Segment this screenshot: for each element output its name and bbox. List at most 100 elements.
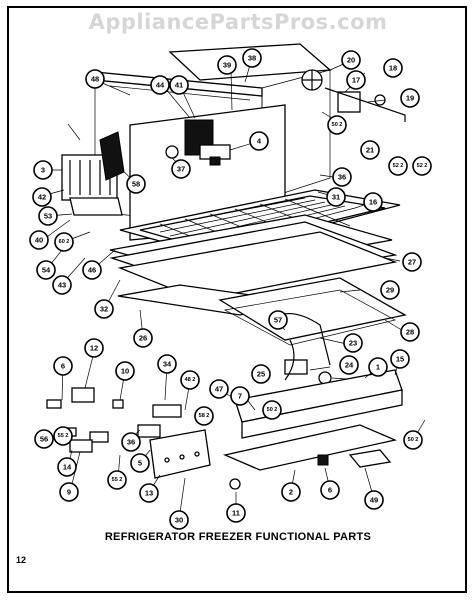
svg-text:28: 28	[406, 328, 414, 337]
callout-55-2-b: 55 2	[107, 470, 127, 490]
callout-3: 3	[33, 160, 53, 180]
svg-text:31: 31	[332, 193, 340, 202]
svg-text:43: 43	[58, 281, 66, 290]
svg-text:55 2: 55 2	[112, 477, 123, 483]
svg-text:53: 53	[44, 212, 52, 221]
knob-part	[317, 454, 329, 466]
callout-15: 15	[390, 349, 410, 369]
callout-52-2-a: 52 2	[388, 156, 408, 176]
callout-29: 29	[380, 280, 400, 300]
svg-text:5: 5	[138, 459, 142, 468]
svg-text:9: 9	[67, 488, 71, 497]
callout-50-2-lower: 50 2	[403, 430, 423, 450]
svg-text:18: 18	[389, 64, 397, 73]
svg-text:40: 40	[35, 236, 43, 245]
callout-44: 44	[150, 75, 170, 95]
control-housing-part	[269, 313, 332, 385]
callout-46: 46	[82, 260, 102, 280]
callout-25: 25	[251, 364, 271, 384]
svg-text:36: 36	[338, 173, 346, 182]
callout-19: 19	[400, 88, 420, 108]
svg-text:26: 26	[139, 334, 147, 343]
svg-text:27: 27	[408, 258, 416, 267]
fan-motor-assembly	[301, 69, 406, 122]
callout-18: 18	[383, 58, 403, 78]
callout-56: 56	[34, 429, 54, 449]
svg-text:48: 48	[91, 75, 99, 84]
callout-49: 49	[364, 490, 384, 510]
callout-27: 27	[402, 252, 422, 272]
small-parts-group	[46, 387, 241, 490]
callout-36-upper: 36	[332, 167, 352, 187]
callout-58: 58	[126, 174, 146, 194]
callout-40: 40	[29, 230, 49, 250]
callout-4: 4	[249, 131, 269, 151]
callout-54: 54	[36, 260, 56, 280]
svg-text:49: 49	[370, 496, 378, 505]
callout-21: 21	[360, 140, 380, 160]
svg-text:12: 12	[90, 344, 98, 353]
callout-14: 14	[57, 457, 77, 477]
svg-text:41: 41	[175, 81, 183, 90]
svg-text:3: 3	[41, 166, 45, 175]
callout-36-lower: 36	[121, 432, 141, 452]
callout-11: 11	[226, 503, 246, 523]
svg-text:11: 11	[232, 509, 240, 518]
bottom-plate-part	[117, 277, 407, 346]
watermark: AppliancePartsPros.com	[88, 10, 388, 34]
svg-text:14: 14	[63, 463, 72, 472]
svg-text:15: 15	[396, 355, 404, 364]
svg-text:58: 58	[132, 180, 140, 189]
callout-37: 37	[171, 159, 191, 179]
callout-50-2-mid: 50 2	[262, 400, 282, 420]
callout-26: 26	[133, 328, 153, 348]
svg-text:37: 37	[177, 165, 185, 174]
svg-text:4: 4	[257, 137, 262, 146]
page-border	[7, 6, 467, 593]
svg-text:6: 6	[328, 486, 332, 495]
callout-7: 7	[230, 386, 250, 406]
svg-text:32: 32	[100, 305, 108, 314]
bracket-part	[348, 449, 392, 468]
callout-5: 5	[130, 453, 150, 473]
callout-60-2: 60 2	[54, 232, 74, 252]
svg-text:46: 46	[88, 266, 96, 275]
svg-text:2: 2	[289, 488, 293, 497]
page-number: 12	[16, 555, 27, 565]
callout-30: 30	[169, 510, 189, 530]
callout-16: 16	[363, 192, 383, 212]
svg-text:10: 10	[121, 367, 129, 376]
svg-text:44: 44	[156, 81, 165, 90]
svg-text:50 2: 50 2	[408, 437, 419, 443]
svg-text:56: 56	[40, 435, 48, 444]
callout-43: 43	[52, 275, 72, 295]
svg-text:50 2: 50 2	[267, 407, 278, 413]
svg-text:52 2: 52 2	[393, 163, 404, 169]
svg-text:42: 42	[38, 193, 46, 202]
svg-text:6: 6	[61, 362, 65, 371]
svg-text:29: 29	[386, 286, 394, 295]
svg-text:30: 30	[175, 516, 183, 525]
callout-31: 31	[326, 187, 346, 207]
callout-34: 34	[157, 354, 177, 374]
callout-41: 41	[169, 75, 189, 95]
svg-text:39: 39	[223, 61, 231, 70]
callout-2: 2	[281, 482, 301, 502]
callout-12: 12	[84, 338, 104, 358]
callout-47: 47	[209, 379, 229, 399]
svg-text:60 2: 60 2	[59, 239, 70, 245]
callout-58-2: 58 2	[194, 406, 214, 426]
callout-48: 48	[85, 69, 105, 89]
svg-text:23: 23	[349, 339, 357, 348]
callout-42: 42	[32, 187, 52, 207]
svg-text:13: 13	[145, 489, 153, 498]
callout-20: 20	[341, 50, 361, 70]
svg-text:58 2: 58 2	[199, 413, 210, 419]
callout-48-2: 48 2	[180, 370, 200, 390]
svg-text:16: 16	[369, 198, 377, 207]
callout-1: 1	[368, 357, 388, 377]
callout-group: 48 38 39 44 41 20 18 17 19 50 2 4 37 36 …	[29, 48, 432, 530]
svg-text:34: 34	[163, 360, 172, 369]
svg-text:50 2: 50 2	[332, 122, 343, 128]
